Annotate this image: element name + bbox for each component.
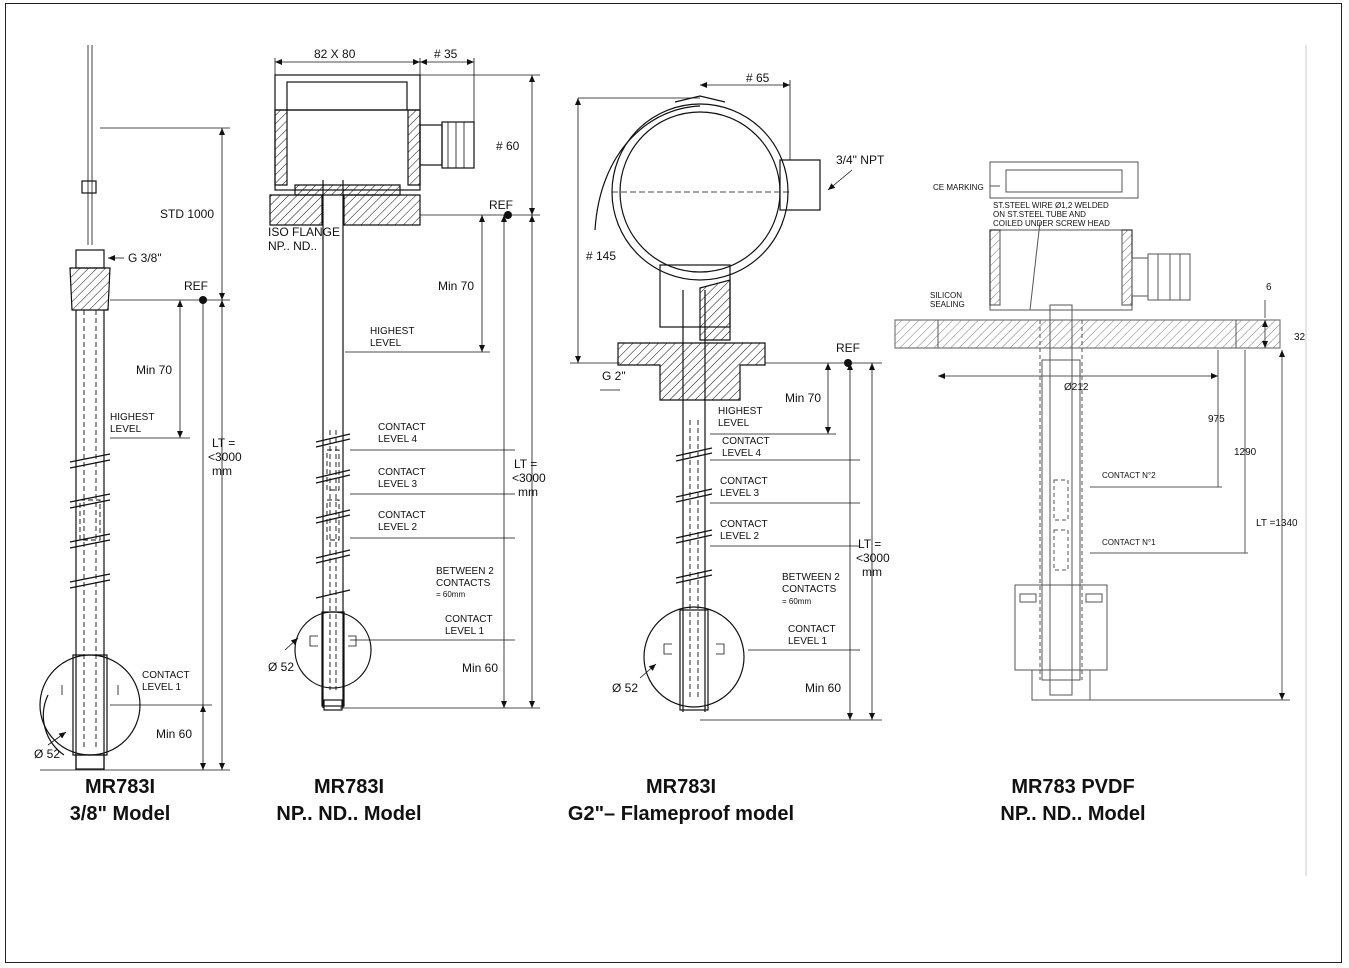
- m3-min70: Min 70: [785, 391, 821, 405]
- m1-contact-1: CONTACT: [142, 670, 190, 681]
- m1-diameter-label: Ø 52: [34, 747, 60, 761]
- m3-c3-1: CONTACT: [720, 476, 768, 487]
- m3-c2-1: CONTACT: [720, 519, 768, 530]
- m2-min60: Min 60: [462, 661, 498, 675]
- m2-diameter: Ø 52: [268, 660, 294, 674]
- m2-c3-2: LEVEL 3: [378, 479, 418, 490]
- m2-c2-1: CONTACT: [378, 510, 426, 521]
- model-3-variant: G2"– Flameproof model: [568, 803, 794, 825]
- m3-highest-1: HIGHEST: [718, 406, 762, 417]
- m1-lt-1: LT =: [212, 436, 235, 450]
- m2-between-3: = 60mm: [436, 590, 465, 599]
- m3-lt-2: <3000: [856, 551, 890, 565]
- m2-depth: # 35: [434, 47, 458, 61]
- model-1-name: MR783I: [85, 776, 155, 798]
- drawing-frame: [5, 3, 1342, 963]
- m4-wire-3: COILED UNDER SCREW HEAD: [993, 219, 1110, 228]
- m2-c1-2: LEVEL 1: [445, 626, 485, 637]
- m3-min60: Min 60: [805, 681, 841, 695]
- m3-c4-1: CONTACT: [722, 436, 770, 447]
- model-4-variant: NP.. ND.. Model: [1000, 803, 1145, 825]
- m4-dim-975: 975: [1208, 414, 1225, 425]
- m4-ce-marking: CE MARKING: [933, 183, 984, 192]
- model-3-drawing: [570, 80, 882, 721]
- m1-highest-2: LEVEL: [110, 424, 142, 435]
- model-1-variant: 3/8" Model: [70, 803, 171, 825]
- m2-lt-3: mm: [518, 485, 538, 499]
- m3-between-3: = 60mm: [782, 597, 811, 606]
- m2-c4-2: LEVEL 4: [378, 434, 418, 445]
- m3-height: # 145: [586, 249, 616, 263]
- model-3-name: MR783I: [646, 776, 716, 798]
- m2-iso-1: ISO FLANGE: [268, 225, 340, 239]
- m3-npt: 3/4" NPT: [836, 153, 885, 167]
- m4-contact-2: CONTACT N°2: [1102, 471, 1156, 480]
- m3-g2: G 2": [602, 369, 626, 383]
- m3-between-1: BETWEEN 2: [782, 572, 840, 583]
- m3-c1-1: CONTACT: [788, 624, 836, 635]
- model-2-variant: NP.. ND.. Model: [276, 803, 421, 825]
- m4-wire-1: ST.STEEL WIRE Ø1,2 WELDED: [993, 201, 1109, 210]
- m2-c2-2: LEVEL 2: [378, 522, 418, 533]
- m3-diameter: Ø 52: [612, 681, 638, 695]
- m3-depth: # 65: [746, 71, 770, 85]
- m2-between-2: CONTACTS: [436, 578, 491, 589]
- m1-ref-label: REF: [184, 279, 208, 293]
- m1-min60-label: Min 60: [156, 727, 192, 741]
- m2-box-size: 82 X 80: [314, 47, 356, 61]
- m1-lt-2: <3000: [208, 450, 242, 464]
- m4-dim-32: 32: [1294, 332, 1306, 343]
- m2-c4-1: CONTACT: [378, 422, 426, 433]
- m1-lt-3: mm: [212, 464, 232, 478]
- m3-ref: REF: [836, 341, 860, 355]
- m2-height: # 60: [496, 139, 520, 153]
- m1-std-label: STD 1000: [160, 207, 214, 221]
- m3-between-2: CONTACTS: [782, 584, 837, 595]
- model-4-drawing: [894, 161, 1290, 701]
- m2-highest-1: HIGHEST: [370, 326, 414, 337]
- m3-lt-3: mm: [862, 565, 882, 579]
- model-4-name: MR783 PVDF: [1011, 776, 1134, 798]
- m3-c1-2: LEVEL 1: [788, 636, 828, 647]
- m4-silicon-1: SILICON: [930, 291, 962, 300]
- m4-contact-1: CONTACT N°1: [1102, 538, 1156, 547]
- m4-dim-1290: 1290: [1234, 447, 1257, 458]
- m4-silicon-2: SEALING: [930, 300, 965, 309]
- m1-min70-label: Min 70: [136, 363, 172, 377]
- m1-contact-2: LEVEL 1: [142, 682, 182, 693]
- m2-c3-1: CONTACT: [378, 467, 426, 478]
- m4-dim-212: Ø212: [1064, 382, 1089, 393]
- m1-highest-1: HIGHEST: [110, 412, 154, 423]
- model-2-name: MR783I: [314, 776, 384, 798]
- m2-iso-2: NP.. ND..: [268, 239, 317, 253]
- m3-highest-2: LEVEL: [718, 418, 750, 429]
- m1-thread-label: G 3/8": [128, 251, 162, 265]
- m4-lt: LT =1340: [1256, 518, 1298, 529]
- m3-lt-1: LT =: [858, 537, 881, 551]
- m3-c2-2: LEVEL 2: [720, 531, 760, 542]
- m2-highest-2: LEVEL: [370, 338, 402, 349]
- model-2-drawing: [269, 58, 540, 711]
- m2-ref: REF: [489, 198, 513, 212]
- m2-lt-1: LT =: [514, 457, 537, 471]
- m3-c3-2: LEVEL 3: [720, 488, 760, 499]
- m2-between-1: BETWEEN 2: [436, 566, 494, 577]
- m2-c1-1: CONTACT: [445, 614, 493, 625]
- m3-c4-2: LEVEL 4: [722, 448, 762, 459]
- m2-min70: Min 70: [438, 279, 474, 293]
- model-1-drawing: [39, 45, 230, 771]
- m4-wire-2: ON ST.STEEL TUBE AND: [993, 210, 1086, 219]
- m2-lt-2: <3000: [512, 471, 546, 485]
- m4-dim-6: 6: [1266, 282, 1272, 293]
